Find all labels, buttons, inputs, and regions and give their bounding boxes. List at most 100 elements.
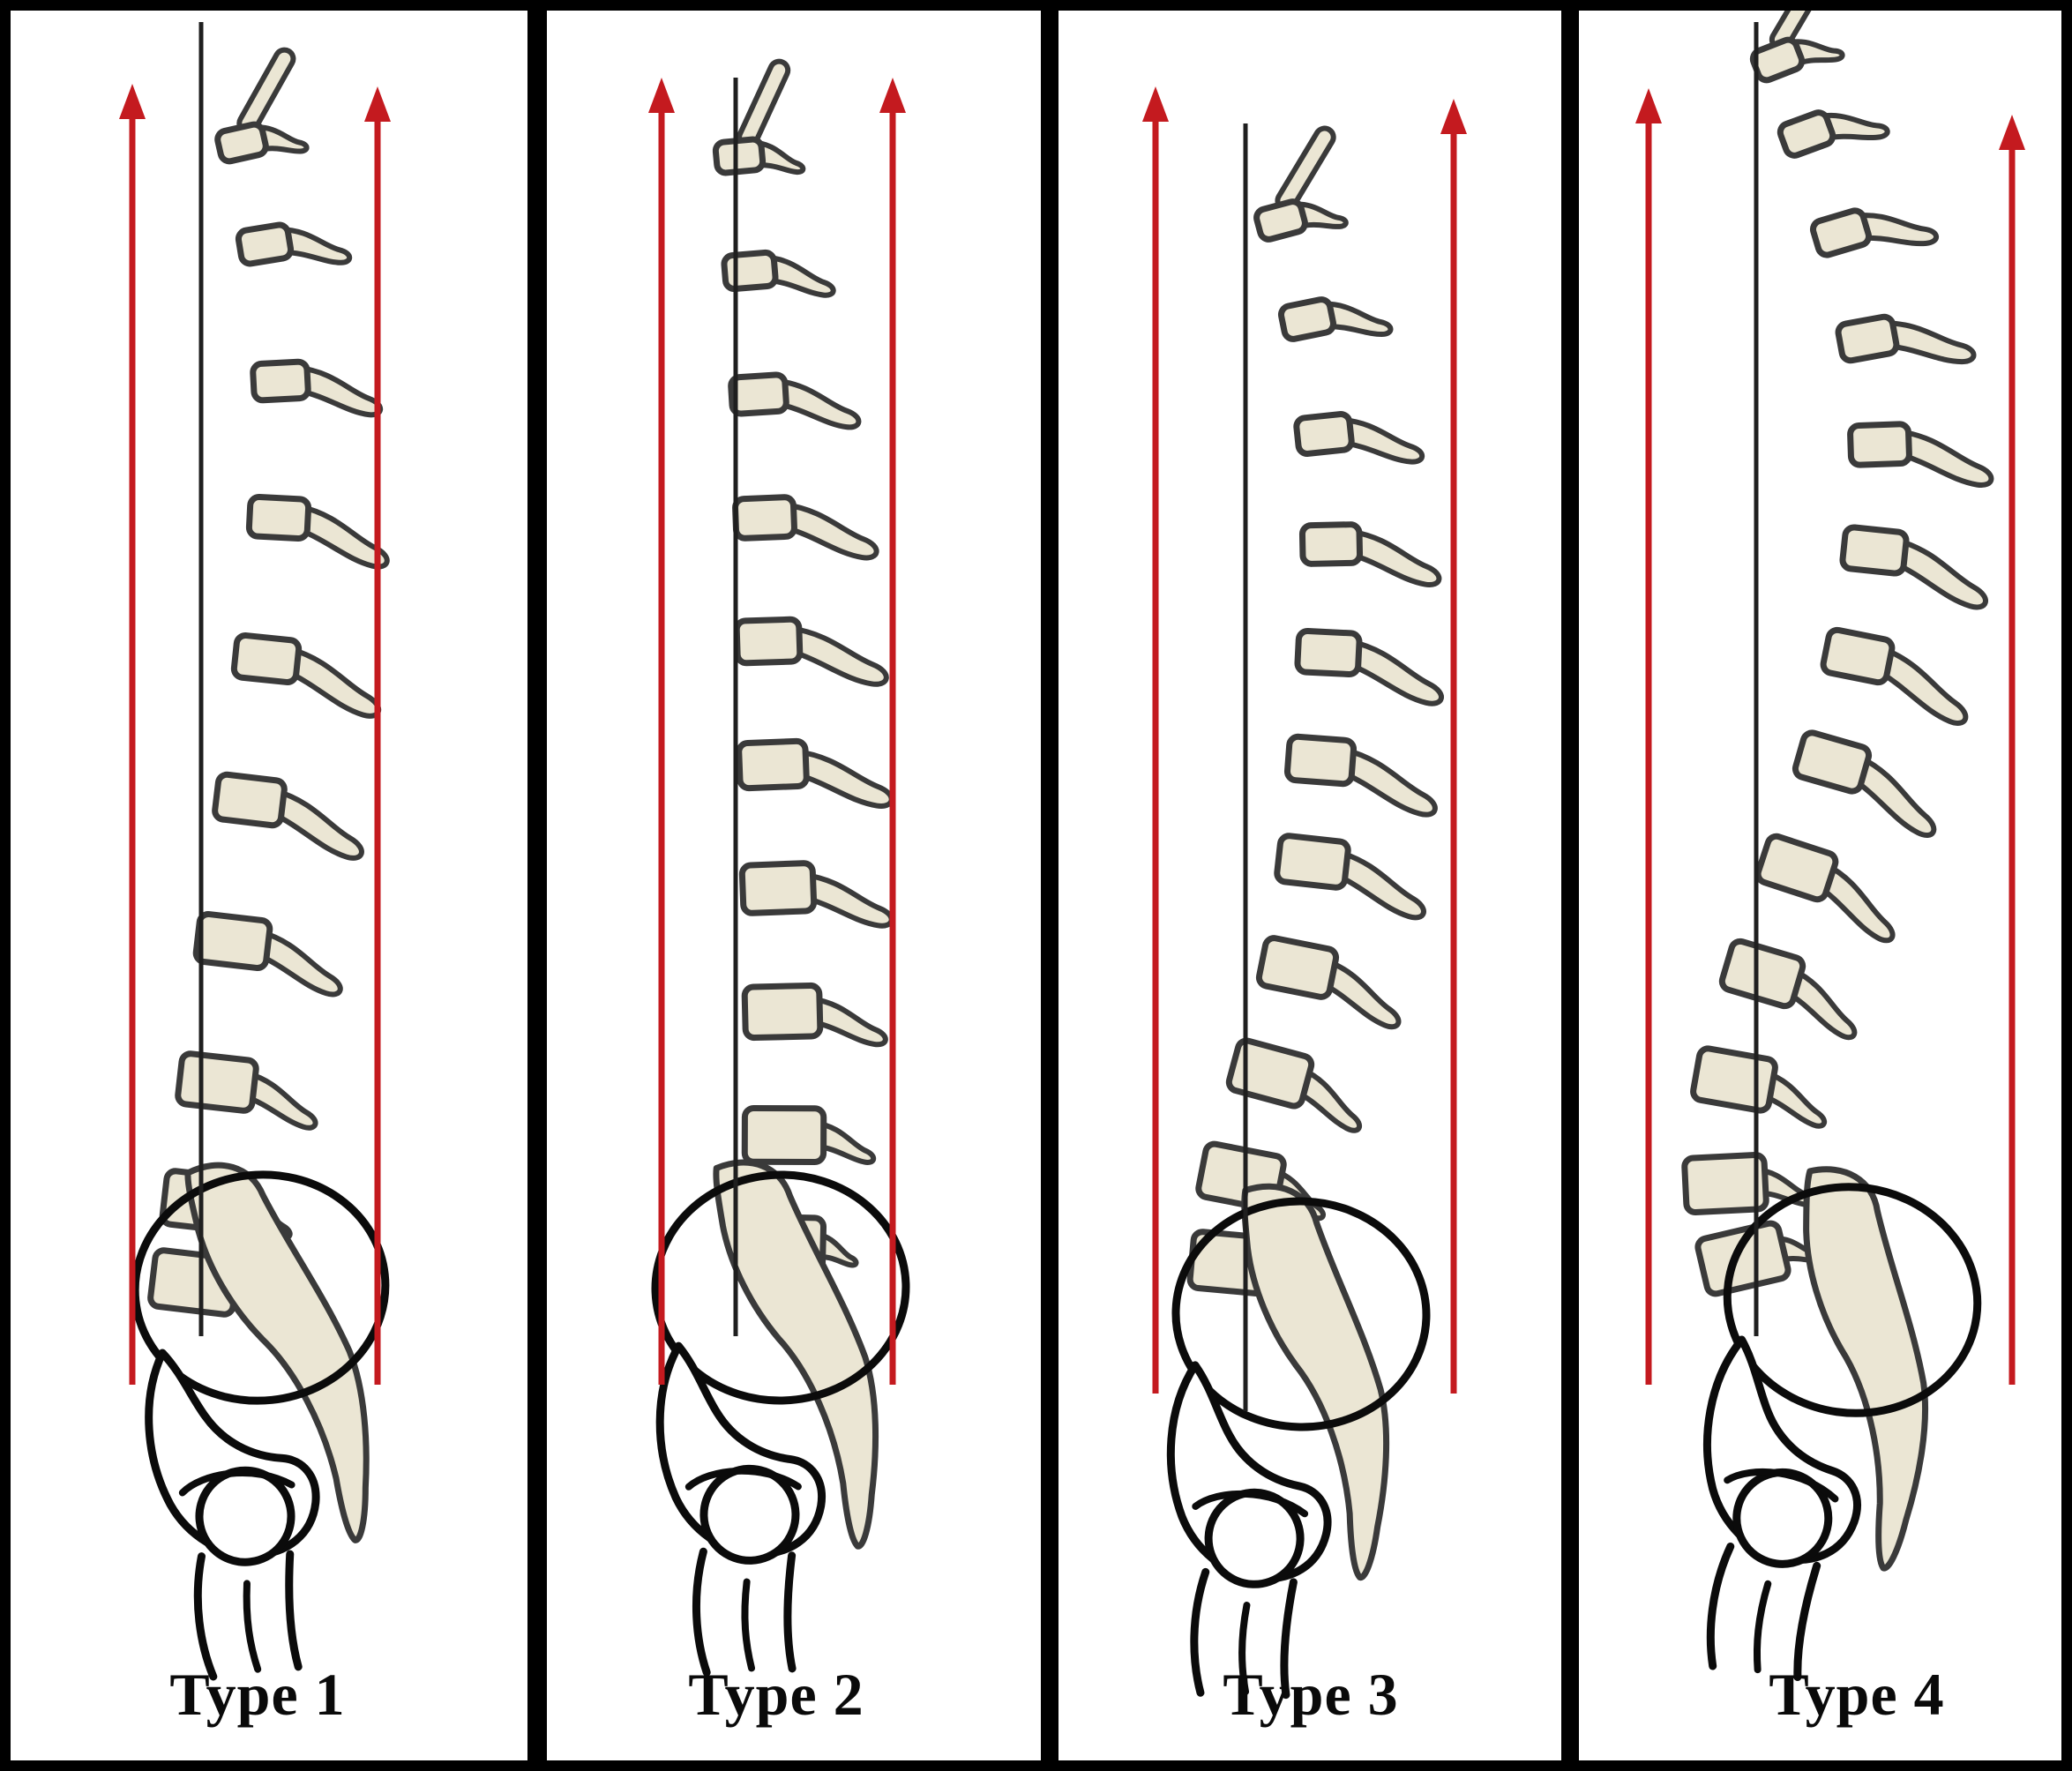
acetabulum-line [178,1469,295,1497]
vertebra [250,358,384,418]
pelvis [1166,1183,1431,1700]
vertebra [1255,935,1402,1030]
spinous-process [270,788,364,861]
cervical-top-bone [737,58,791,149]
vertebral-body [1294,628,1363,677]
vertebra [721,249,836,298]
iliac-wing-outline [651,1170,910,1405]
iliac-wing-outline [1171,1197,1431,1431]
vertebra [1274,833,1426,921]
vertebra [1253,125,1349,243]
vertebral-body [1694,1220,1791,1297]
panel-type-1: Type 1 [11,11,527,1760]
vertebra [1718,938,1858,1041]
femur-outline [1706,1542,1821,1682]
vertebral-body [1839,524,1910,577]
acetabulum-line [1192,1490,1309,1518]
spinous-process [1317,301,1394,338]
red-up-arrow [364,86,391,1385]
spinous-process [812,1120,877,1165]
vertebra [230,632,381,719]
acetabulum-line [684,1467,802,1491]
vertebra [1681,1152,1815,1215]
vertebral-body [728,371,789,417]
cervical-top-bone [1275,125,1336,213]
vertebral-body [1847,421,1912,468]
spinous-process [1850,754,1937,839]
vertebral-body [741,982,824,1042]
vertebra [1225,1037,1363,1133]
vertebra [741,1104,877,1166]
vertebral-body [235,221,295,267]
vertebra [736,737,894,809]
vertebra [1283,733,1438,818]
vertebral-body [250,358,311,404]
vertebra [192,910,343,998]
vertebral-body [1298,521,1364,567]
spinous-process [1348,528,1442,587]
red-up-arrow [1440,99,1467,1394]
red-up-arrow [648,78,675,1385]
vertebra [728,371,862,430]
vertebral-body [1791,729,1873,795]
spinous-process [794,748,894,809]
sacrum [713,1159,879,1550]
vertebral-body [1809,207,1873,258]
vertebral-body [245,494,312,542]
vertebral-body [175,1050,259,1114]
red-up-arrow [1142,86,1169,1394]
spine-figure-type-2 [648,58,910,1677]
vertebral-body [736,737,810,792]
spinous-process [1319,958,1402,1030]
vertebra [1835,313,1977,365]
vertebral-body [1749,36,1806,84]
vertebral-body [1225,1037,1315,1110]
vertebra [235,221,353,267]
vertebra [1754,833,1896,944]
vertebral-body [212,771,288,829]
femur-outline [692,1547,797,1677]
vertebral-body [1681,1152,1769,1215]
vertebra [1749,11,1845,84]
vertebral-body [214,121,269,165]
vertebral-body [721,249,779,293]
panel-type-2: Type 2 [547,11,1041,1760]
spinous-process [1815,862,1896,944]
vertebral-body [741,1104,827,1166]
spinous-process [801,871,894,929]
vertebral-body [733,616,804,667]
vertebra [1694,1220,1822,1297]
red-up-arrow [879,78,906,1385]
vertebra [738,860,894,929]
vertebra [1791,729,1937,839]
vertebra [1293,411,1425,465]
red-up-arrow [1999,115,2025,1385]
spinous-process [1346,639,1444,706]
vertebra [732,494,879,561]
vertebra [733,616,889,687]
vertebra [1294,628,1444,706]
vertebral-body [712,136,767,176]
vertebral-body [1293,411,1355,457]
spinous-process [773,377,862,430]
panel-type-4: Type 4 [1579,11,2061,1760]
pelvis [1703,1166,1982,1682]
vertebral-column [1681,11,1994,1297]
vertebral-body [1274,833,1351,891]
vertebra [712,58,806,176]
femur-outline [193,1550,303,1681]
vertebral-column [1186,125,1444,1297]
spinous-process [1292,1066,1363,1133]
panel-type-3: Type 3 [1058,11,1561,1760]
spinous-process [1896,429,1994,488]
panel-label-type-4: Type 4 [1769,1661,1945,1728]
vertebral-body [230,632,303,685]
spinous-process [1758,1070,1828,1129]
vertebral-body [1690,1045,1778,1114]
vertebra [1847,421,1994,488]
spine-figure-type-1 [119,22,391,1681]
vertebral-column [147,47,390,1318]
vertebral-body [192,910,273,972]
iliac-wing-outline [1723,1183,1982,1417]
